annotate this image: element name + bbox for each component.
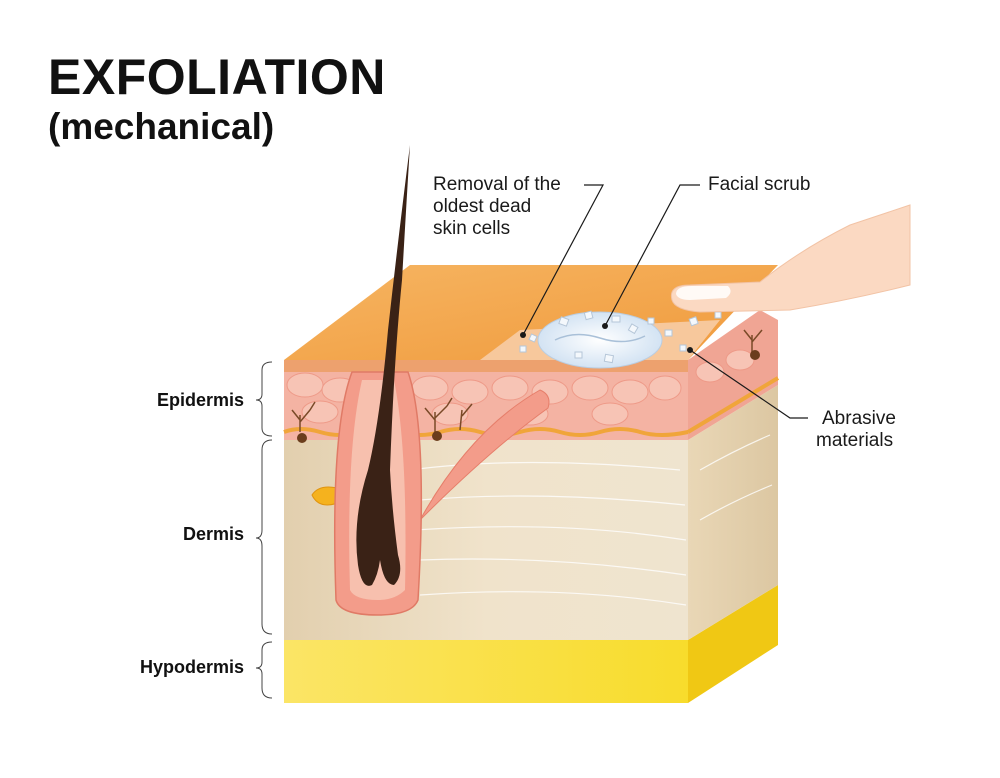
epidermis-label: Epidermis [156, 390, 244, 410]
facial-scrub [519, 310, 722, 369]
hypodermis-layer [284, 585, 778, 703]
removal-annotation-line3: skin cells [433, 218, 511, 239]
abrasive-annotation-line2: materials [816, 430, 894, 451]
dermis-bracket [255, 439, 273, 635]
hypodermis-label: Hypodermis [139, 657, 244, 677]
facial-scrub-annotation: Facial scrub [708, 174, 811, 195]
leader-dot-removal [520, 332, 526, 338]
removal-annotation-line1: Removal of the [433, 174, 561, 195]
removal-annotation: Removal of the oldest dead skin cells [433, 174, 561, 240]
leader-line-abrasive [689, 349, 808, 419]
diagram-title: EXFOLIATION [48, 49, 386, 105]
leader-line-scrub [604, 184, 700, 327]
hair-shaft [356, 145, 410, 586]
dermis-label: Dermis [182, 524, 244, 544]
fingernail [676, 286, 731, 300]
finger [670, 204, 911, 313]
leader-dot-scrub [602, 323, 608, 329]
arrector-pili-muscle [419, 389, 550, 521]
leader-dot-abrasive [687, 347, 693, 353]
epidermis-bracket [255, 361, 273, 437]
hypodermis-bracket [255, 641, 273, 699]
abrasive-annotation: Abrasive materials [816, 408, 896, 452]
removal-annotation-line2: oldest dead [433, 196, 532, 217]
leader-line-removal [522, 184, 604, 336]
diagram-subtitle: (mechanical) [48, 106, 275, 147]
abrasive-annotation-line1: Abrasive [822, 408, 896, 429]
